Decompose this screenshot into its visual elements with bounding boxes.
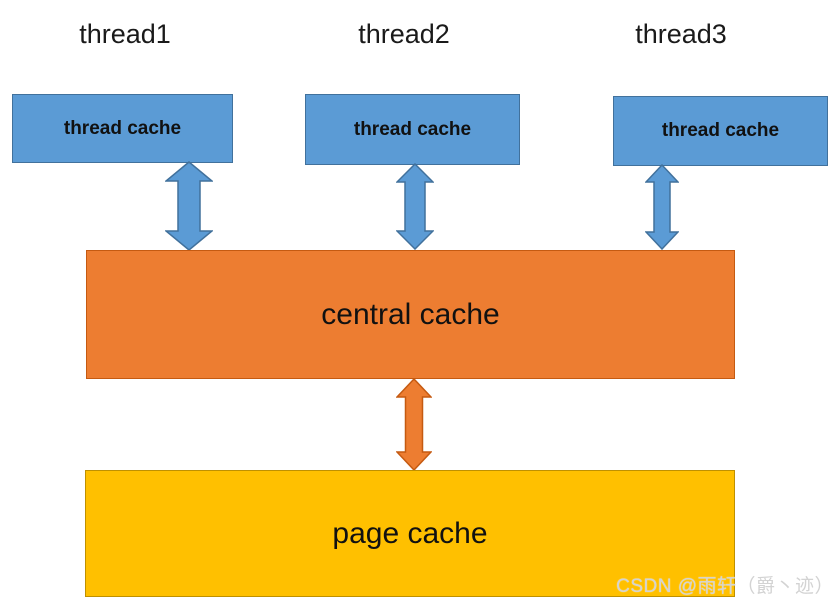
thread-cache-label-1: thread cache bbox=[63, 117, 182, 139]
page-cache-box: page cache bbox=[85, 470, 735, 597]
thread2-title: thread2 bbox=[358, 19, 450, 49]
thread3-title: thread3 bbox=[635, 19, 727, 49]
central-cache-box: central cache bbox=[86, 250, 735, 379]
double-arrow-icon-thread3-central bbox=[645, 164, 679, 250]
double-arrow-icon-thread2-central bbox=[396, 163, 434, 250]
double-arrow-icon-thread1-central bbox=[165, 161, 213, 251]
double-arrow-icon-central-page bbox=[396, 378, 432, 471]
csdn-watermark: CSDN @雨轩（爵丶迹） bbox=[616, 576, 834, 597]
thread-cache-box-1: thread cache bbox=[12, 94, 233, 163]
thread-cache-label-3: thread cache bbox=[661, 120, 780, 141]
double-arrow-shape bbox=[396, 378, 432, 471]
central-cache-label: central cache bbox=[321, 297, 500, 331]
double-arrow-shape bbox=[396, 163, 434, 250]
page-cache-label: page cache bbox=[332, 516, 488, 550]
double-arrow-shape bbox=[165, 161, 213, 251]
thread-cache-box-3: thread cache bbox=[613, 96, 828, 166]
thread-cache-label-2: thread cache bbox=[353, 118, 472, 140]
thread-cache-box-2: thread cache bbox=[305, 94, 520, 165]
thread1-title: thread1 bbox=[79, 19, 171, 49]
double-arrow-shape bbox=[645, 164, 679, 250]
